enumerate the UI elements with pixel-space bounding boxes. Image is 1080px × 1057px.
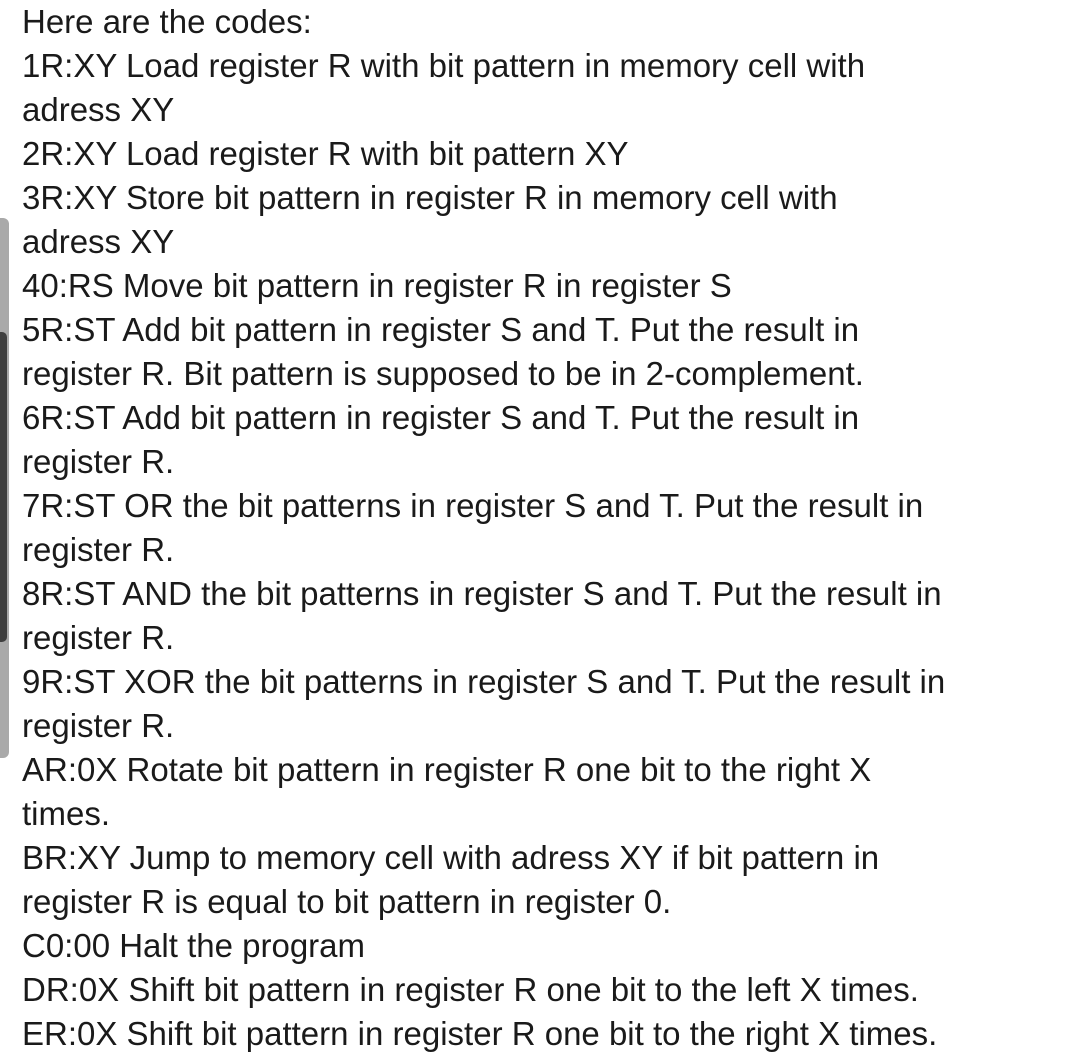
text-line: adress XY bbox=[22, 91, 175, 128]
text-line: ER:0X Shift bit pattern in register R on… bbox=[22, 1015, 938, 1052]
text-line: AR:0X Rotate bit pattern in register R o… bbox=[22, 751, 872, 788]
text-line: register R is equal to bit pattern in re… bbox=[22, 883, 672, 920]
text-line: 40:RS Move bit pattern in register R in … bbox=[22, 267, 732, 304]
text-line: Here are the codes: bbox=[22, 3, 312, 40]
text-line: BR:XY Jump to memory cell with adress XY… bbox=[22, 839, 880, 876]
text-line: DR:0X Shift bit pattern in register R on… bbox=[22, 971, 919, 1008]
text-line: 1R:XY Load register R with bit pattern i… bbox=[22, 47, 866, 84]
text-line: register R. bbox=[22, 707, 175, 744]
text-line: register R. bbox=[22, 619, 175, 656]
text-line: 2R:XY Load register R with bit pattern X… bbox=[22, 135, 629, 172]
text-line: 8R:ST AND the bit patterns in register S… bbox=[22, 575, 942, 612]
text-line: register R. bbox=[22, 531, 175, 568]
text-line: times. bbox=[22, 795, 111, 832]
text-line: C0:00 Halt the program bbox=[22, 927, 366, 964]
text-line: 7R:ST OR the bit patterns in register S … bbox=[22, 487, 924, 524]
text-line: 6R:ST Add bit pattern in register S and … bbox=[22, 399, 860, 436]
text-line: 5R:ST Add bit pattern in register S and … bbox=[22, 311, 860, 348]
text-line: adress XY bbox=[22, 223, 175, 260]
document-text: Here are the codes: 1R:XY Load register … bbox=[22, 0, 1074, 1056]
scroll-handle-thumb[interactable] bbox=[0, 332, 7, 642]
text-line: register R. Bit pattern is supposed to b… bbox=[22, 355, 864, 392]
text-line: 9R:ST XOR the bit patterns in register S… bbox=[22, 663, 946, 700]
text-line: register R. bbox=[22, 443, 175, 480]
text-line: 3R:XY Store bit pattern in register R in… bbox=[22, 179, 838, 216]
